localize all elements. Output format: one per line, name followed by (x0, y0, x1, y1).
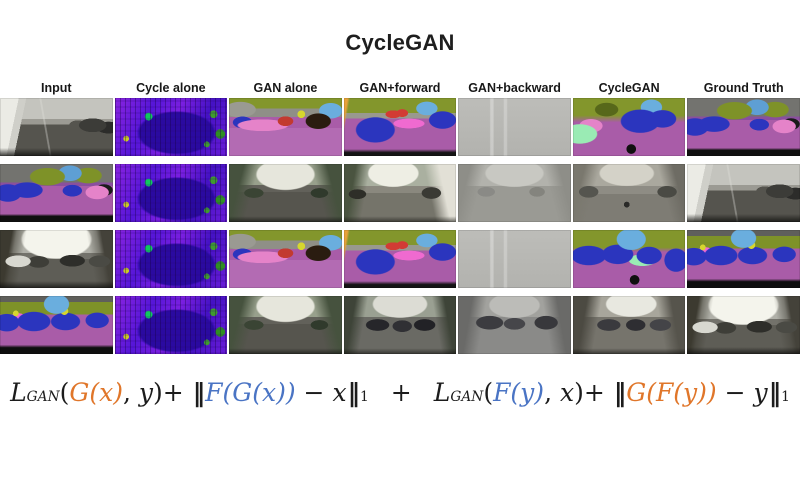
formula-segment-22: G(F(y)) (626, 378, 717, 407)
column-header-gan-alone: GAN alone (253, 81, 318, 95)
tile-r2-gan-backward (458, 164, 571, 222)
tile-r1-gan-alone (229, 98, 342, 156)
tile-r1-gan-forward (343, 98, 457, 156)
tile-r1-gan-backward (458, 98, 571, 156)
tile-r3-gan-alone (229, 230, 342, 288)
column-header-cyclegan: CycleGAN (598, 81, 660, 95)
tile-r2-ground-truth (687, 164, 800, 222)
formula-segment-3: G(x) (69, 378, 123, 407)
formula-segment-5: y (138, 378, 153, 407)
formula-segment-6: )+ (153, 378, 192, 407)
formula-segment-16: ( (483, 378, 494, 407)
tile-r4-cycle-alone (114, 296, 228, 354)
image-grid (0, 98, 800, 354)
tile-r1-ground-truth (687, 98, 800, 156)
tile-r4-gan-backward (458, 296, 571, 354)
tile-r1-cyclegan (572, 98, 686, 156)
formula-segment-4: , (122, 378, 139, 407)
formula-segment-0: L (10, 378, 27, 407)
formula-segment-1: GAN (26, 389, 60, 405)
formula-segment-13: + (390, 378, 412, 407)
formula-segment-18: , (544, 378, 560, 407)
formula-segment-14: L (433, 378, 451, 407)
column-header-gan-backward: GAN+backward (468, 81, 561, 95)
figure-page: CycleGAN Input Cycle alone GAN alone GAN+fo… (0, 30, 800, 407)
tile-r2-gan-forward (343, 164, 457, 222)
tile-r2-cycle-alone (114, 164, 228, 222)
formula-segment-12: 1 (360, 389, 369, 405)
tile-r1-cycle-alone (114, 98, 228, 156)
tile-r4-ground-truth (687, 296, 800, 354)
tile-r2-cyclegan (572, 164, 686, 222)
tile-r3-gan-forward (343, 230, 457, 288)
column-header-cycle-alone: Cycle alone (136, 81, 206, 95)
tile-r3-cyclegan (572, 230, 686, 288)
tile-r2-gan-alone (229, 164, 342, 222)
tile-r4-gan-alone (229, 296, 342, 354)
formula-segment-25: ‖ (768, 378, 781, 407)
formula-segment-19: x (559, 378, 575, 407)
tile-r3-cycle-alone (114, 230, 228, 288)
column-header-ground-truth: Ground Truth (703, 81, 784, 95)
column-header-input: Input (41, 81, 72, 95)
column-header-gan-forward: GAN+forward (359, 81, 441, 95)
tile-r4-cyclegan (572, 296, 686, 354)
tile-r3-ground-truth (687, 230, 800, 288)
formula-segment-21: ‖ (613, 378, 626, 407)
formula-segment-9: − (295, 378, 333, 407)
formula-segment-15: GAN (450, 389, 484, 405)
formula-segment-26: 1 (781, 389, 790, 405)
formula-segment-2: ( (59, 378, 70, 407)
tile-r1-input (0, 98, 113, 156)
formula-segment-7: ‖ (192, 378, 205, 407)
formula-segment-11: ‖ (347, 378, 360, 407)
tile-r3-gan-backward (458, 230, 571, 288)
formula-segment-20: )+ (574, 378, 613, 407)
tile-r2-input (0, 164, 113, 222)
formula-segment-8: F(G(x)) (205, 378, 296, 407)
formula-segment-24: y (753, 378, 768, 407)
tile-r4-gan-forward (343, 296, 457, 354)
formula-segment-10: x (332, 378, 347, 407)
formula-segment-23: − (716, 378, 754, 407)
column-headers: Input Cycle alone GAN alone GAN+forward GAN+… (0, 81, 800, 95)
figure-title: CycleGAN (345, 30, 455, 55)
formula-segment-17: F(y) (493, 378, 545, 407)
tile-r3-input (0, 230, 113, 288)
tile-r4-input (0, 296, 113, 354)
